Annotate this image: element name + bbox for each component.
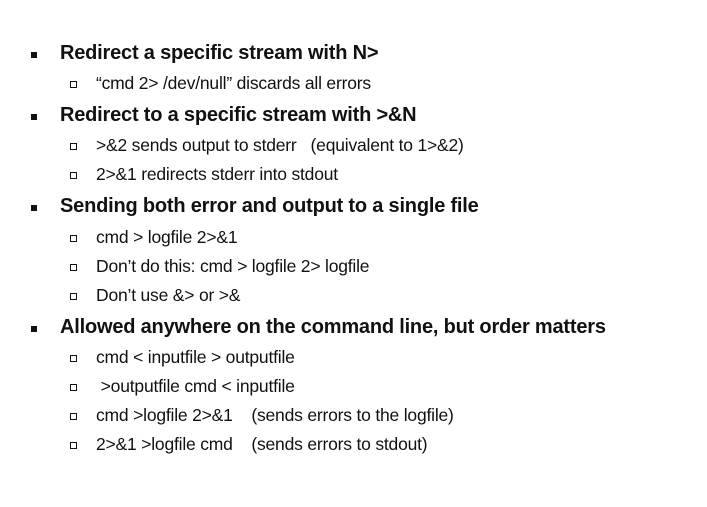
sub-bullet-text: cmd < inputfile > outputfile — [96, 347, 295, 367]
bullet-item: Redirect a specific stream with N> — [0, 40, 707, 72]
bullet-heading: Redirect a specific stream with N> — [60, 42, 379, 64]
hollow-square-bullet-icon — [70, 143, 77, 150]
sub-bullet-text: >&2 sends output to stderr (equivalent t… — [96, 135, 464, 155]
sub-bullet-text: Don’t do this: cmd > logfile 2> logfile — [96, 256, 370, 276]
bullet-item: Redirect to a specific stream with >&N — [0, 102, 707, 134]
sub-bullet-text: >outputfile cmd < inputfile — [96, 376, 295, 396]
sub-bullet-item: >outputfile cmd < inputfile — [0, 374, 707, 402]
hollow-square-bullet-icon — [70, 384, 77, 391]
sub-bullet-text: cmd > logfile 2>&1 — [96, 227, 238, 247]
sub-bullet-item: Don’t use &> or >& — [0, 283, 707, 311]
sub-bullet-text: 2>&1 redirects stderr into stdout — [96, 164, 338, 184]
square-bullet-icon — [31, 205, 37, 211]
hollow-square-bullet-icon — [70, 172, 77, 179]
sub-bullet-item: 2>&1 redirects stderr into stdout — [0, 162, 707, 190]
hollow-square-bullet-icon — [70, 264, 77, 271]
hollow-square-bullet-icon — [70, 442, 77, 449]
hollow-square-bullet-icon — [70, 81, 77, 88]
sub-bullet-text: Don’t use &> or >& — [96, 285, 241, 305]
sub-bullet-text: 2>&1 >logfile cmd (sends errors to stdou… — [96, 434, 428, 454]
sub-bullet-item: >&2 sends output to stderr (equivalent t… — [0, 133, 707, 161]
bullet-item: Sending both error and output to a singl… — [0, 193, 707, 225]
bullet-heading: Allowed anywhere on the command line, bu… — [60, 316, 606, 338]
hollow-square-bullet-icon — [70, 413, 77, 420]
hollow-square-bullet-icon — [70, 235, 77, 242]
sub-bullet-item: Don’t do this: cmd > logfile 2> logfile — [0, 254, 707, 282]
square-bullet-icon — [31, 326, 37, 332]
hollow-square-bullet-icon — [70, 293, 77, 300]
sub-bullet-item: cmd > logfile 2>&1 — [0, 225, 707, 253]
bullet-item: Allowed anywhere on the command line, bu… — [0, 314, 707, 346]
sub-bullet-text: “cmd 2> /dev/null” discards all errors — [96, 73, 371, 93]
sub-bullet-item: “cmd 2> /dev/null” discards all errors — [0, 71, 707, 99]
square-bullet-icon — [31, 52, 37, 58]
bullet-heading: Sending both error and output to a singl… — [60, 195, 479, 217]
hollow-square-bullet-icon — [70, 355, 77, 362]
sub-bullet-item: cmd < inputfile > outputfile — [0, 345, 707, 373]
sub-bullet-item: 2>&1 >logfile cmd (sends errors to stdou… — [0, 432, 707, 460]
sub-bullet-text: cmd >logfile 2>&1 (sends errors to the l… — [96, 405, 454, 425]
square-bullet-icon — [31, 114, 37, 120]
sub-bullet-item: cmd >logfile 2>&1 (sends errors to the l… — [0, 403, 707, 431]
bullet-heading: Redirect to a specific stream with >&N — [60, 104, 417, 126]
